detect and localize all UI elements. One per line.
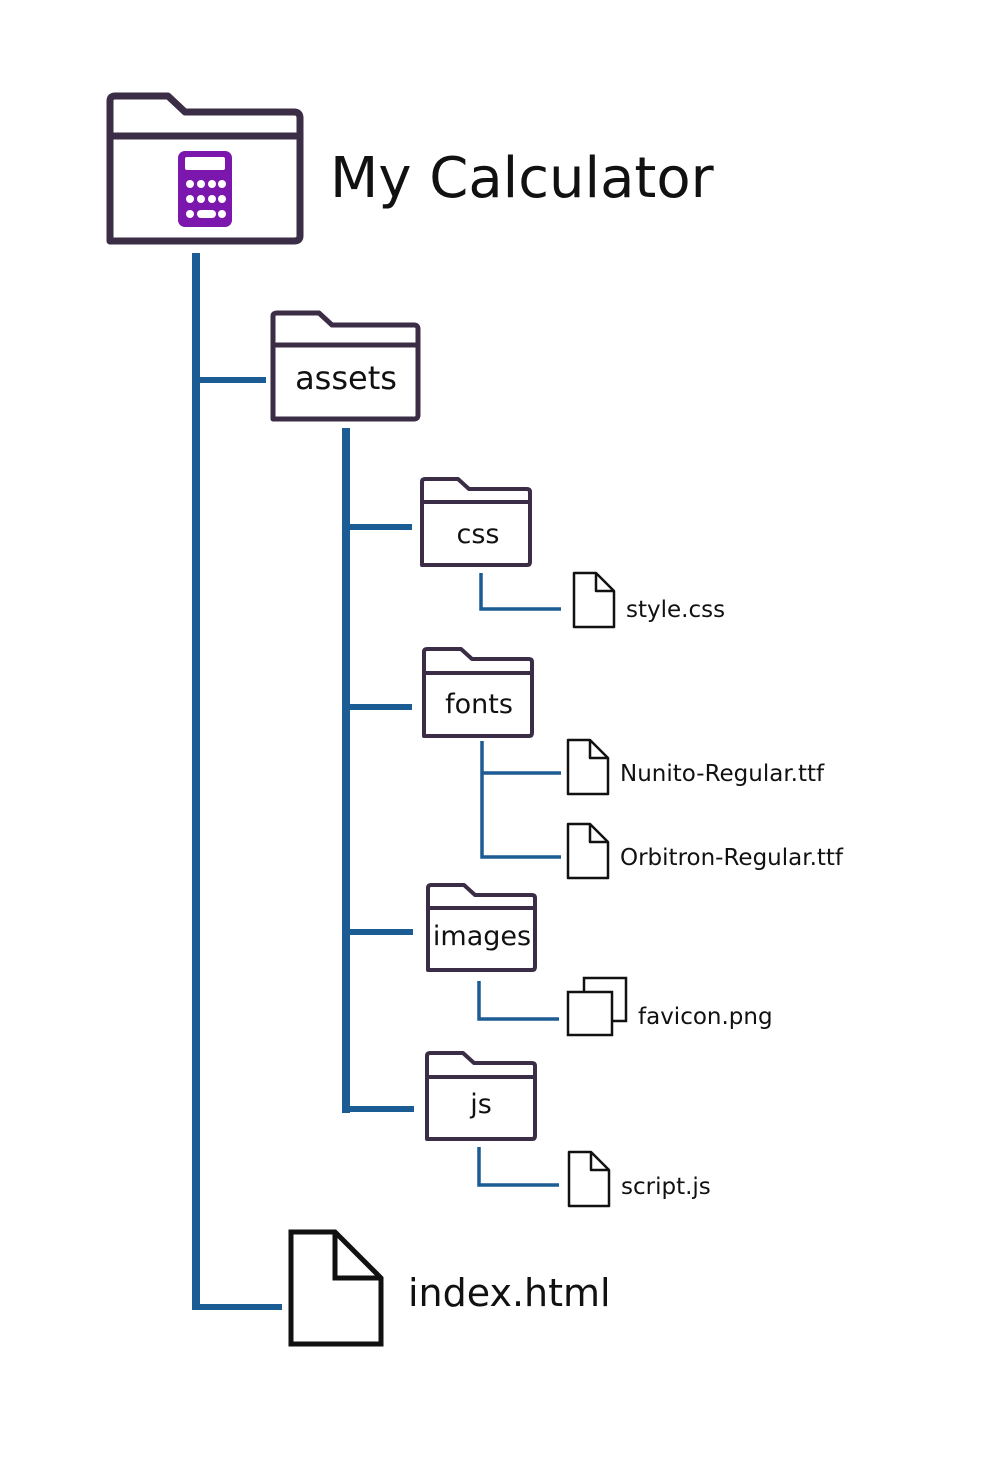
file-icon [288,1229,384,1347]
file-nunito-regular[interactable]: Nunito-Regular.ttf [566,738,825,796]
images-folder[interactable]: images [426,883,537,972]
index-html-label: index.html [408,1271,611,1315]
root-folder[interactable] [106,92,304,245]
fonts-folder-label: fonts [445,689,513,720]
js-folder-label: js [469,1089,492,1120]
assets-folder-label: assets [295,359,397,397]
file-icon [567,1150,611,1208]
images-folder-label: images [433,921,531,952]
image-files-icon [566,976,628,1037]
file-index-html[interactable]: index.html [288,1229,611,1347]
script-js-label: script.js [621,1174,711,1200]
tree-lines [192,253,561,1310]
folder-icon [106,92,304,245]
folder-icon [270,310,421,422]
css-folder-label: css [457,519,500,550]
root-title: My Calculator [330,146,715,211]
file-script-js[interactable]: script.js [567,1150,711,1208]
folder-icon [420,477,532,567]
js-folder[interactable]: js [425,1051,537,1141]
file-orbitron-regular[interactable]: Orbitron-Regular.ttf [566,822,844,880]
file-icon [566,822,610,880]
folder-icon [422,647,534,738]
file-style-css[interactable]: style.css [572,571,725,629]
branch-fonts-files-line [480,741,561,859]
fonts-folder[interactable]: fonts [422,647,534,738]
branch-style-css-line [479,573,561,611]
nunito-regular-label: Nunito-Regular.ttf [620,761,825,787]
branch-favicon-line [477,981,559,1021]
orbitron-regular-label: Orbitron-Regular.ttf [620,845,844,871]
style-css-label: style.css [626,597,725,623]
file-icon [572,571,616,629]
file-icon [566,738,610,796]
css-folder[interactable]: css [420,477,532,567]
assets-folder[interactable]: assets [270,310,421,422]
folder-icon [425,1051,537,1141]
file-favicon-png[interactable]: favicon.png [566,976,773,1037]
folder-icon [426,883,537,972]
calculator-icon [178,151,232,227]
favicon-png-label: favicon.png [638,1004,773,1030]
branch-script-js-line [477,1147,559,1187]
